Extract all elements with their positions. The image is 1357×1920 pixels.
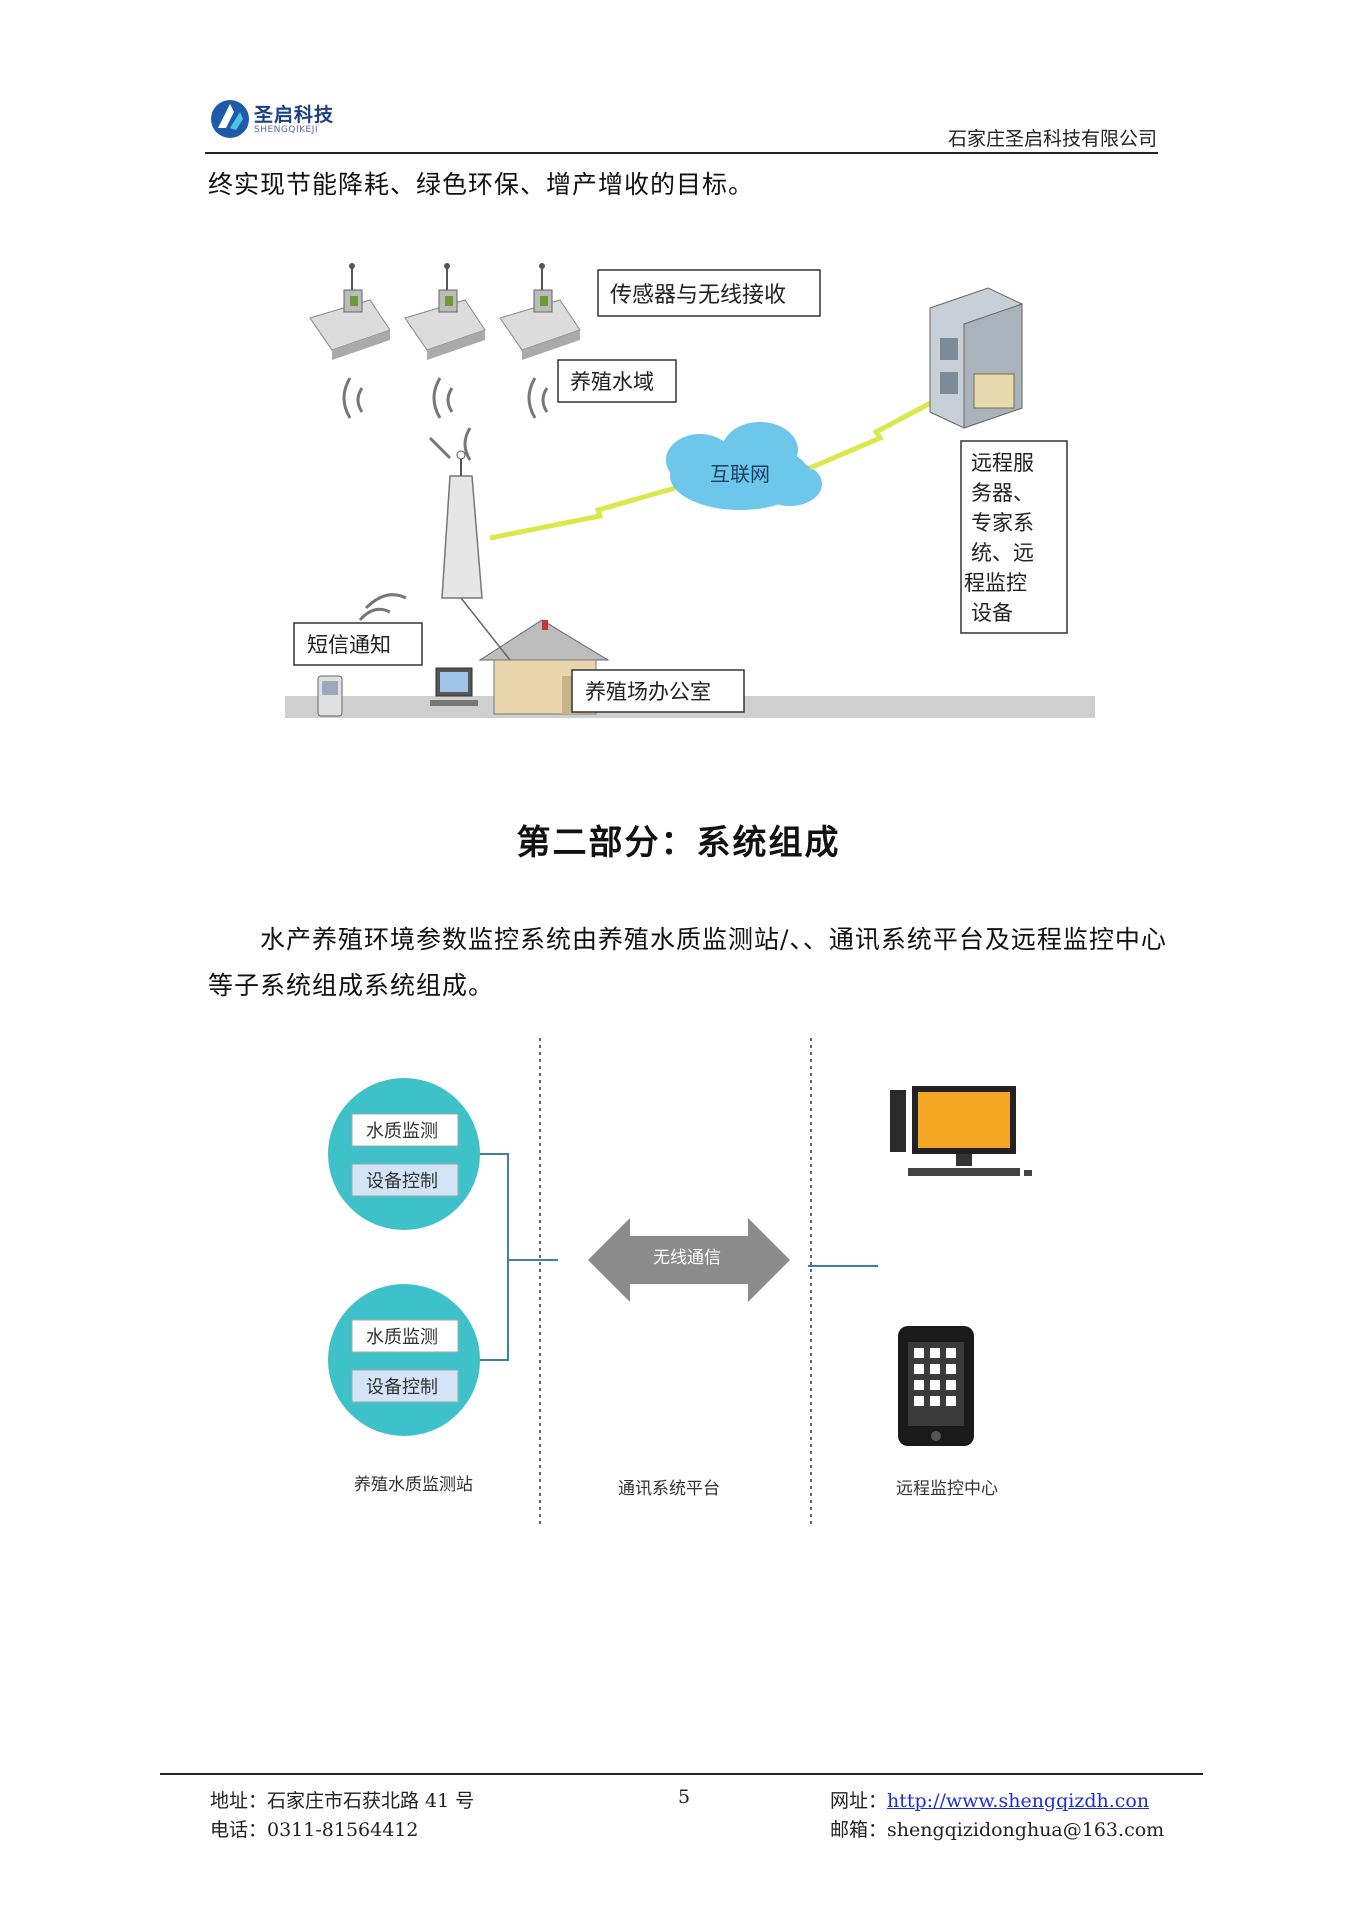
- office-label: 养殖场办公室: [585, 680, 711, 704]
- server-building-icon: [930, 288, 1022, 428]
- wireless-signal-icon: [360, 595, 406, 620]
- monitoring-station: 水质监测 设备控制: [328, 1078, 480, 1230]
- sensor-cage-icon: [405, 263, 485, 360]
- monitoring-station: 水质监测 设备控制: [328, 1284, 480, 1436]
- footer-email: 邮箱：shengqizidonghua@163.com: [830, 1815, 1164, 1842]
- computer-icon: [430, 668, 478, 706]
- sensor-label: 传感器与无线接收: [610, 283, 786, 308]
- footer-website: 网址：http://www.shengqizdh.con: [830, 1786, 1149, 1813]
- station-item-label: 水质监测: [366, 1121, 438, 1142]
- paragraph-1: 终实现节能降耗、绿色环保、增产增收的目标。: [208, 162, 754, 208]
- remote-label-line: 务器、: [971, 481, 1034, 505]
- footer-phone: 电话：0311-81564412: [210, 1815, 418, 1842]
- link-lightning-icon: [490, 488, 675, 538]
- remote-label-line: 设备: [971, 601, 1013, 625]
- internet-label: 互联网: [710, 462, 770, 486]
- column-label: 通讯系统平台: [618, 1479, 720, 1499]
- column-label: 养殖水质监测站: [354, 1475, 473, 1495]
- header-divider: [205, 152, 1158, 154]
- system-composition-figure: 水质监测 设备控制 水质监测 设备控制 无线通信: [318, 1030, 1138, 1530]
- footer-address: 地址：石家庄市石获北路 41 号: [210, 1786, 474, 1813]
- logo-subtext: SHENGQIKEJI: [254, 125, 318, 135]
- footer-divider: [160, 1773, 1203, 1775]
- column-label: 远程监控中心: [896, 1479, 998, 1499]
- station-circle: [328, 1284, 480, 1436]
- logo-text: 圣启科技: [254, 100, 334, 127]
- logo-mark-icon: [210, 98, 250, 140]
- desktop-computer-icon: [890, 1086, 1032, 1176]
- sms-label: 短信通知: [307, 633, 391, 657]
- remote-label-line: 统、远: [971, 541, 1034, 565]
- link-line: [461, 598, 510, 660]
- footer-website-prefix: 网址：: [830, 1790, 887, 1812]
- section-title: 第二部分：系统组成: [0, 815, 1357, 864]
- website-link[interactable]: http://www.shengqizdh.con: [887, 1790, 1149, 1812]
- remote-label-line: 专家系: [971, 511, 1034, 535]
- sensor-cage-icon: [310, 263, 390, 360]
- company-logo: 圣启科技 SHENGQIKEJI: [210, 98, 350, 142]
- water-label: 养殖水域: [570, 370, 654, 394]
- base-station-icon: [442, 451, 482, 598]
- smartphone-icon: [898, 1326, 974, 1446]
- station-circle: [328, 1078, 480, 1230]
- mobile-phone-icon: [318, 676, 342, 716]
- station-item-label: 设备控制: [366, 1171, 438, 1192]
- remote-label-line: 远程服: [971, 451, 1034, 475]
- station-item-label: 设备控制: [366, 1377, 438, 1398]
- wireless-signal-icon: [344, 378, 547, 460]
- wireless-label: 无线通信: [653, 1248, 721, 1268]
- station-item-label: 水质监测: [366, 1327, 438, 1348]
- paragraph-2: 水产养殖环境参数监控系统由养殖水质监测站/、、通讯系统平台及远程监控中心等子系统…: [208, 917, 1168, 1009]
- remote-label-line: 程监控: [964, 571, 1027, 595]
- page-number: 5: [678, 1786, 690, 1808]
- system-architecture-figure: 传感器与无线接收 养殖水域 互联网 远程服 务器、 专家系: [280, 248, 1100, 748]
- sensor-cage-icon: [500, 263, 580, 360]
- company-name: 石家庄圣启科技有限公司: [948, 124, 1157, 151]
- link-lightning-icon: [810, 398, 940, 468]
